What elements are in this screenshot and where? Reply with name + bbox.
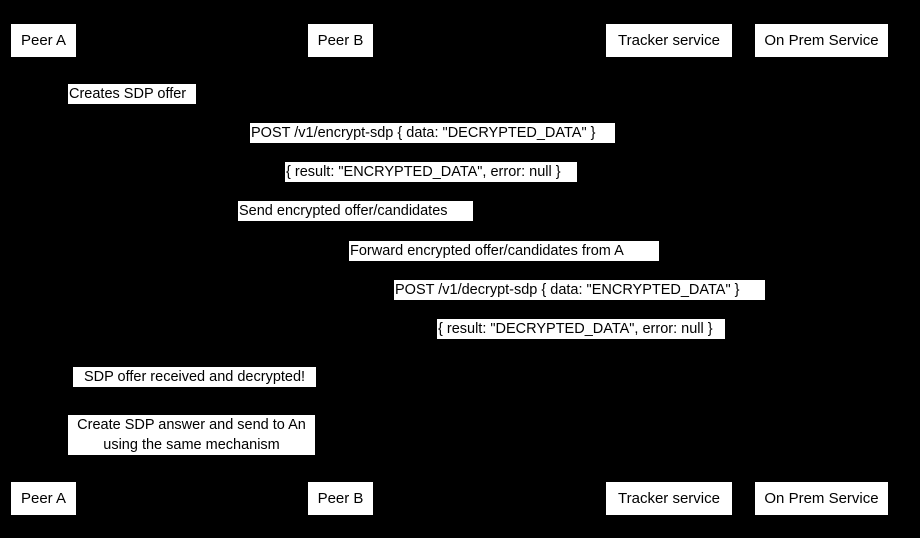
participant-label: On Prem Service — [764, 32, 879, 49]
participant-header-peer-b[interactable]: Peer B — [307, 23, 374, 58]
participant-header-peer-a[interactable]: Peer A — [10, 23, 77, 58]
arrow-post-encrypt-sdp — [43, 104, 821, 105]
message-label-post-encrypt-sdp: POST /v1/encrypt-sdp { data: "DECRYPTED_… — [250, 123, 615, 143]
participant-footer-on-prem-service[interactable]: On Prem Service — [754, 481, 889, 516]
participant-label: Tracker service — [618, 490, 720, 507]
note-line: using the same mechanism — [103, 437, 280, 453]
message-label-send-encrypted-offer: Send encrypted offer/candidates — [238, 201, 473, 221]
participant-footer-peer-a[interactable]: Peer A — [10, 481, 77, 516]
message-label-creates-sdp-offer: Creates SDP offer — [68, 84, 196, 104]
message-label-decrypt-sdp-result: { result: "DECRYPTED_DATA", error: null … — [437, 319, 725, 339]
participant-label: Peer B — [317, 490, 364, 507]
arrow-decrypt-sdp-result — [340, 300, 821, 301]
participant-header-on-prem-service[interactable]: On Prem Service — [754, 23, 889, 58]
lifeline-peer-b — [340, 58, 341, 481]
note-create-sdp-answer: Create SDP answer and send to An using t… — [68, 415, 315, 455]
participant-label: On Prem Service — [764, 490, 879, 507]
message-label-post-decrypt-sdp: POST /v1/decrypt-sdp { data: "ENCRYPTED_… — [394, 280, 765, 300]
note-sdp-offer-received: SDP offer received and decrypted! — [73, 367, 316, 387]
participant-footer-peer-b[interactable]: Peer B — [307, 481, 374, 516]
note-line: Create SDP answer and send to An — [77, 417, 306, 433]
arrow-send-encrypted-offer — [43, 182, 669, 183]
note-line: SDP offer received and decrypted! — [83, 369, 306, 385]
participant-label: Peer A — [20, 490, 67, 507]
lifeline-peer-a — [43, 58, 44, 481]
arrow-encrypt-sdp-result — [43, 143, 821, 144]
message-label-forward-encrypted-offer: Forward encrypted offer/candidates from … — [349, 241, 659, 261]
lifeline-on-prem — [821, 58, 822, 481]
participant-label: Peer B — [317, 32, 364, 49]
participant-header-tracker-service[interactable]: Tracker service — [605, 23, 733, 58]
lifeline-tracker — [669, 58, 670, 481]
participant-label: Tracker service — [618, 32, 720, 49]
message-label-encrypt-sdp-result: { result: "ENCRYPTED_DATA", error: null … — [285, 162, 577, 182]
arrow-forward-encrypted-offer — [340, 221, 669, 222]
participant-footer-tracker-service[interactable]: Tracker service — [605, 481, 733, 516]
participant-label: Peer A — [20, 32, 67, 49]
arrow-post-decrypt-sdp — [340, 261, 821, 262]
